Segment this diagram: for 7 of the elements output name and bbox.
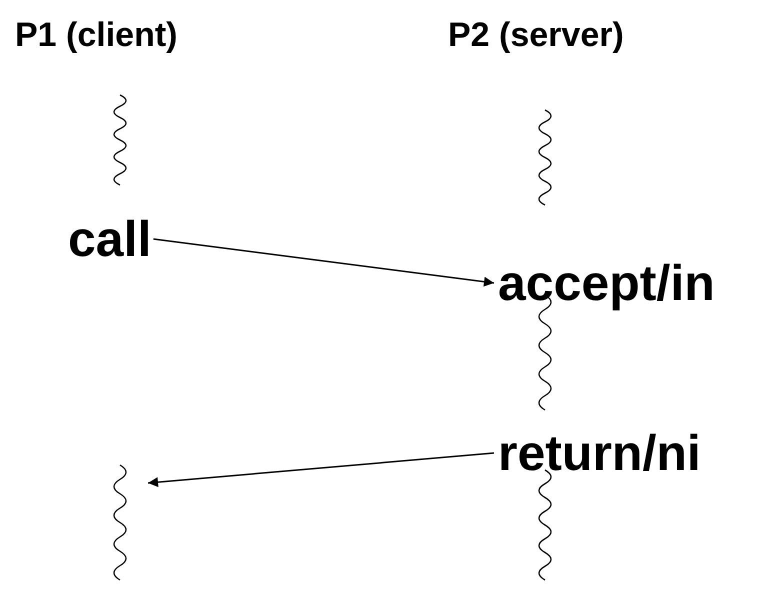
event-label: return/ni bbox=[498, 428, 701, 478]
event-label: accept/in bbox=[498, 258, 715, 308]
process-heading: P2 (server) bbox=[448, 18, 624, 52]
event-label: call bbox=[68, 214, 152, 264]
arrow bbox=[148, 452, 494, 488]
process-heading: P1 (client) bbox=[15, 18, 178, 52]
arrow bbox=[153, 238, 494, 287]
